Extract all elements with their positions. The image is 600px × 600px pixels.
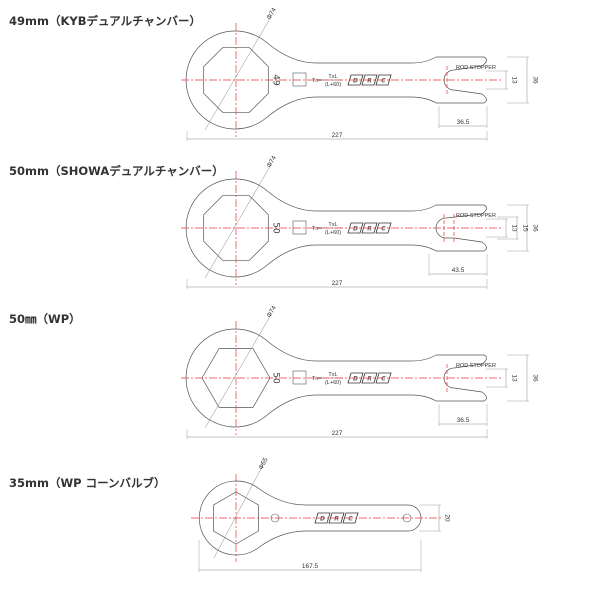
logo-letter: D: [320, 516, 325, 523]
marking-box: [292, 370, 307, 385]
logo-letter: C: [381, 226, 386, 233]
title-49mm-kyb: 49mm（KYBデュアルチャンバー）: [9, 14, 202, 28]
dimension-label: 13: [510, 76, 517, 84]
title-35mm-wp-cone-valve: 35mm（WP コーンバルブ）: [9, 476, 166, 490]
dimension-label: 13: [510, 374, 517, 382]
formula-numerator: TxL: [328, 222, 337, 228]
logo-letter: D: [353, 78, 358, 85]
diameter-label: Φ74: [266, 154, 278, 169]
diameter-label: Φ74: [266, 6, 278, 21]
dimension-label: 13: [510, 224, 517, 232]
rod-stopper-label: ROD STOPPER: [456, 213, 496, 219]
rod-stopper-label: ROD STOPPER: [456, 363, 496, 369]
logo-letter: D: [353, 226, 358, 233]
dimension-label: 36.5: [457, 119, 470, 126]
marking-box: [292, 72, 307, 87]
logo-letter: R: [367, 376, 372, 383]
dimension-label: 36.5: [457, 417, 470, 424]
wrench-4: D R C Φ55 167.5 20: [191, 456, 450, 572]
logo-letter: C: [348, 516, 353, 523]
logo-letter: R: [367, 226, 372, 233]
logo-letter: D: [353, 376, 358, 383]
dimension-label: 167.5: [302, 563, 319, 570]
formula-numerator: TxL: [328, 74, 337, 80]
dimension-label: 227: [332, 132, 343, 139]
diameter-label: Φ74: [266, 304, 278, 319]
diameter-label: Φ55: [258, 456, 270, 471]
logo-letter: C: [381, 78, 386, 85]
formula-numerator: TxL: [328, 372, 337, 378]
dimension-label: 36: [531, 224, 538, 232]
dimension-label: 43.5: [452, 267, 465, 274]
dimension-label: 36: [531, 76, 538, 84]
diameter-leader: [204, 162, 273, 279]
rod-stopper-label: ROD STOPPER: [456, 65, 496, 71]
formula-lhs: Tn=: [312, 226, 322, 232]
logo-letter: C: [381, 376, 386, 383]
formula-lhs: Tn=: [312, 78, 322, 84]
title-50mm-showa: 50mm（SHOWAデュアルチャンバー）: [9, 164, 224, 178]
dimension-label: 227: [332, 280, 343, 287]
formula-denominator: (L+60): [325, 380, 341, 386]
formula-lhs: Tn=: [312, 376, 322, 382]
diameter-leader: [204, 312, 273, 429]
diameter-leader: [204, 14, 273, 131]
dimension-label: 15: [521, 224, 528, 232]
formula-denominator: (L+60): [325, 230, 341, 236]
logo-letter: R: [367, 78, 372, 85]
logo-letter: R: [334, 516, 339, 523]
diameter-leader: [213, 462, 265, 559]
formula-denominator: (L+60): [325, 82, 341, 88]
dimension-label: 227: [332, 430, 343, 437]
octagon-socket: [203, 47, 269, 113]
octagon-socket: [203, 195, 269, 261]
dimension-label: 20: [443, 514, 450, 522]
marking-box: [292, 220, 307, 235]
dimension-label: 36: [531, 374, 538, 382]
title-50mm-wp: 50㎜（WP）: [9, 312, 81, 326]
